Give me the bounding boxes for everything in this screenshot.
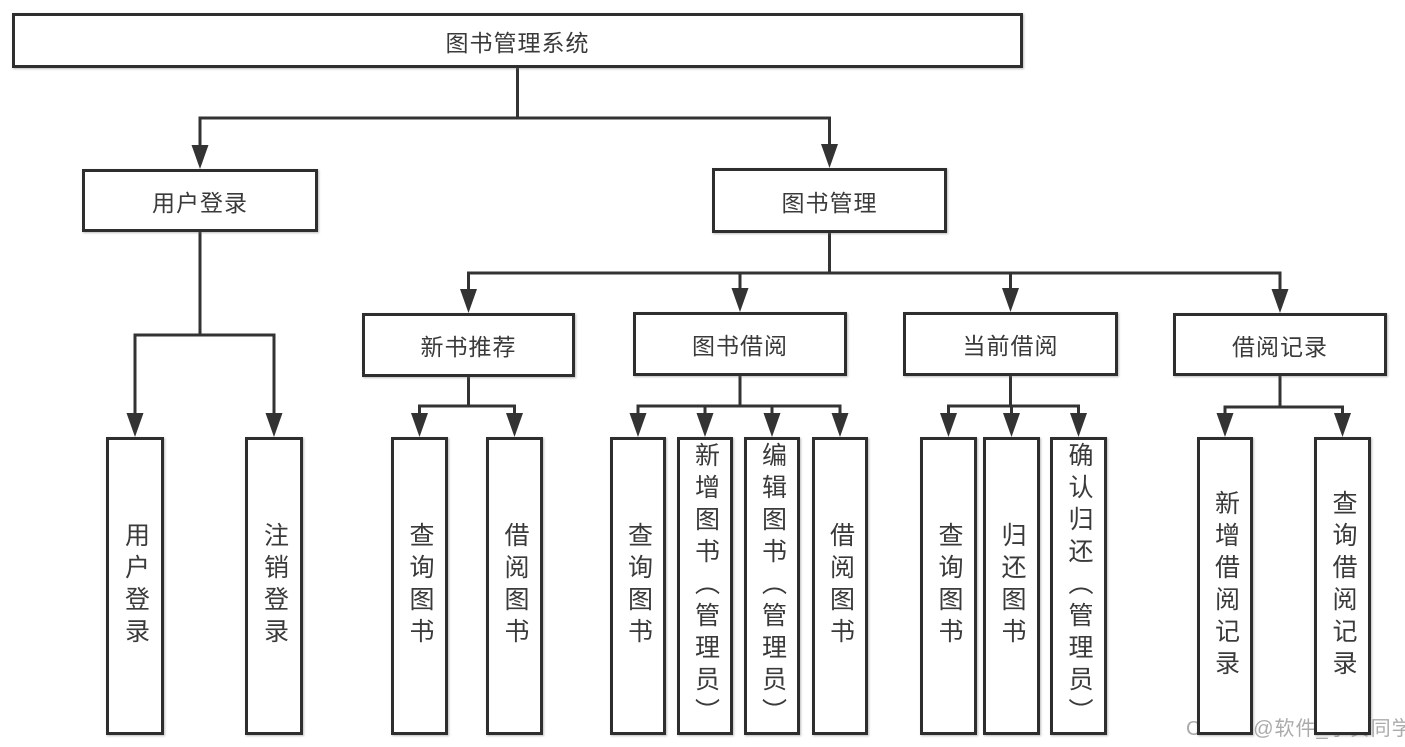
edge-current-borrow: [940, 374, 1087, 437]
edge-book-mgmt: [460, 231, 1289, 313]
arrowhead-icon: [629, 413, 647, 437]
arrowhead-icon: [1003, 413, 1020, 437]
edge-root: [191, 66, 838, 169]
arrowhead-icon: [1334, 413, 1351, 437]
edge-new-book-rec: [411, 375, 523, 437]
node-label: 确认归还（管理员）: [1065, 442, 1093, 730]
node-label: 查询图书: [935, 522, 963, 650]
node-leaf-cb-return: 归还图书: [983, 437, 1040, 735]
node-new-book-rec: 新书推荐: [362, 313, 575, 377]
node-book-mgmt: 图书管理: [712, 168, 947, 233]
node-label: 查询借阅记录: [1329, 490, 1357, 682]
arrowhead-icon: [696, 413, 714, 437]
arrowhead-icon: [265, 413, 283, 437]
node-leaf-logout: 注销登录: [245, 437, 303, 735]
edge-book-borrow: [629, 374, 849, 437]
node-label: 归还图书: [998, 522, 1026, 650]
node-leaf-br-add: 新增借阅记录: [1197, 437, 1253, 735]
node-leaf-bb-add: 新增图书（管理员）: [677, 437, 733, 735]
node-borrow-records: 借阅记录: [1173, 313, 1387, 376]
node-leaf-nb-query: 查询图书: [391, 437, 448, 735]
arrowhead-icon: [126, 413, 144, 437]
arrowhead-icon: [1070, 413, 1087, 437]
arrowhead-icon: [506, 413, 523, 437]
node-label: 借阅图书: [826, 522, 855, 650]
arrowhead-icon: [1002, 288, 1019, 312]
arrowhead-icon: [763, 413, 781, 437]
arrowhead-icon: [940, 413, 957, 437]
node-label: 查询图书: [624, 522, 653, 650]
node-leaf-br-query: 查询借阅记录: [1314, 437, 1371, 735]
arrowhead-icon: [1216, 413, 1234, 437]
node-label: 新增图书（管理员）: [691, 442, 720, 730]
node-leaf-user-login: 用户登录: [106, 437, 164, 735]
node-leaf-bb-borrow: 借阅图书: [812, 437, 868, 735]
edge-borrow-records: [1216, 374, 1351, 437]
node-user-login: 用户登录: [82, 169, 318, 232]
arrowhead-icon: [831, 413, 849, 437]
node-label: 图书管理: [781, 189, 878, 216]
arrowhead-icon: [1271, 289, 1289, 313]
node-current-borrow: 当前借阅: [903, 312, 1118, 376]
node-label: 新书推荐: [420, 334, 517, 360]
node-leaf-cb-confirm: 确认归还（管理员）: [1050, 437, 1107, 735]
node-leaf-cb-query: 查询图书: [920, 437, 977, 735]
node-label: 注销登录: [260, 522, 289, 650]
node-label: 新增借阅记录: [1211, 490, 1240, 682]
node-leaf-nb-borrow: 借阅图书: [486, 437, 543, 735]
arrowhead-icon: [411, 413, 428, 437]
node-label: 当前借阅: [962, 333, 1059, 359]
node-label: 编辑图书（管理员）: [758, 442, 787, 730]
node-label: 用户登录: [121, 522, 150, 650]
arrowhead-icon: [191, 145, 209, 169]
arrowhead-icon: [731, 288, 749, 312]
node-label: 图书借阅: [692, 333, 788, 359]
node-label: 借阅图书: [501, 522, 529, 650]
node-label: 查询图书: [406, 522, 434, 650]
arrowhead-icon: [821, 144, 838, 168]
arrowhead-icon: [460, 289, 477, 313]
node-leaf-bb-query: 查询图书: [610, 437, 666, 735]
node-label: 借阅记录: [1232, 333, 1328, 360]
node-book-borrow: 图书借阅: [633, 312, 847, 376]
node-label: 图书管理系统: [445, 29, 590, 56]
edge-user-login: [126, 230, 283, 437]
node-leaf-bb-edit: 编辑图书（管理员）: [744, 437, 800, 735]
node-root: 图书管理系统: [12, 13, 1023, 68]
node-label: 用户登录: [152, 189, 248, 216]
